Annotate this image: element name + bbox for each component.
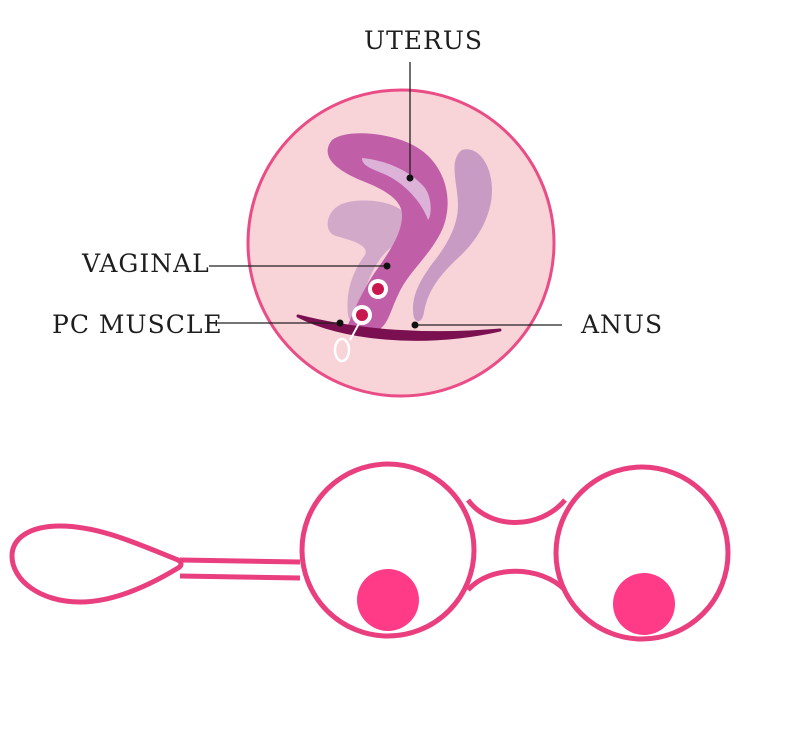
- right-inner-weight: [613, 573, 675, 635]
- vaginal-dot: [383, 262, 391, 270]
- bladder-shape: [327, 200, 408, 323]
- pc-muscle-dot: [336, 319, 344, 327]
- left-ball-outline: [299, 461, 477, 639]
- right-ball-outline: [553, 464, 731, 642]
- uterus-dot: [406, 174, 414, 182]
- pull-cord-top: [179, 557, 301, 565]
- anus-dot: [411, 321, 419, 329]
- left-inner-weight: [357, 569, 419, 631]
- uterus-highlight: [362, 158, 431, 220]
- ball-connector-bottom: [466, 568, 567, 592]
- leader-lines: [209, 62, 562, 326]
- pc-muscle-label: PC MUSCLE: [52, 310, 223, 339]
- rectum-shape: [412, 149, 492, 322]
- inserted-kegel-balls: [333, 279, 388, 363]
- pull-loop: [9, 523, 184, 605]
- uterus-label: UTERUS: [364, 26, 484, 55]
- pull-cord-bottom: [179, 573, 301, 581]
- leader-dots: [336, 174, 419, 329]
- ball-connector-top: [465, 498, 567, 525]
- anus-label: ANUS: [581, 310, 664, 339]
- vaginal-label: VAGINAL: [82, 249, 210, 278]
